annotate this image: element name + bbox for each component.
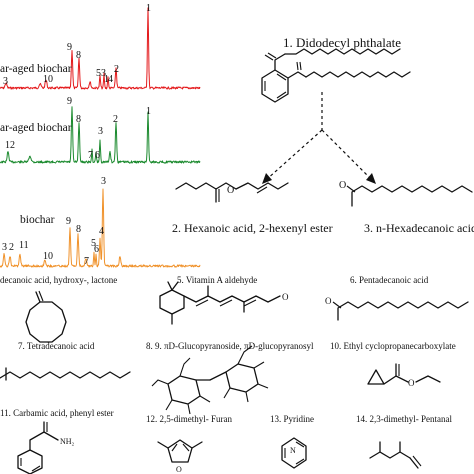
structure-lactone — [25, 290, 67, 343]
oxygen-atom: O — [339, 180, 346, 191]
peak-label: 6 — [95, 150, 100, 161]
amine-group: NH₂ — [60, 437, 75, 446]
structure-pentadecanoic-acid: O — [325, 296, 469, 321]
oxygen-atom: O — [227, 185, 234, 196]
structure-dimethylfuran: O — [157, 439, 203, 474]
oxygen-atom: O — [176, 465, 182, 474]
peak-label: 5 — [96, 68, 101, 79]
peak-label: 3 — [101, 176, 106, 187]
compound-label-11: 11. Carbamic acid, phenyl ester — [0, 408, 114, 418]
trace-red — [0, 7, 201, 90]
trace-orange — [0, 188, 201, 268]
decomposition-scheme: 1. Didodecyl phthalate — [172, 35, 474, 235]
peak-label: 11 — [19, 240, 29, 251]
peak-label: 10 — [43, 251, 53, 262]
compound-label-14: 14. 2,3-dimethyl- Pentanal — [356, 414, 452, 424]
compound-label-8: 8. 9. πD-Glucopyranoside, πD-glucopyrano… — [146, 341, 314, 351]
structure-glucopyranoside — [151, 345, 269, 415]
trace-label-green: ar-aged biochar — [0, 122, 72, 134]
structure-hexadecanoic-acid: O — [339, 180, 473, 207]
structure-dimethylpentanal — [369, 441, 422, 469]
peak-label: 1 — [146, 3, 151, 14]
compound-label-6: 6. Pentadecanoic acid — [350, 275, 429, 285]
compound-label-3: 3. n-Hexadecanoic acid — [364, 221, 474, 235]
peak-label: 8 — [76, 50, 81, 61]
peak-label: 4 — [99, 226, 104, 237]
peak-label: 7 — [84, 256, 89, 267]
structure-tetradecanoic-acid — [0, 367, 131, 381]
peak-label: 2 — [113, 114, 118, 125]
trace-label-orange: biochar — [20, 214, 55, 226]
oxygen-atom: O — [282, 292, 289, 302]
peak-label: 3 — [98, 126, 103, 137]
trace-green — [0, 106, 201, 164]
peak-label: 1 — [104, 74, 109, 85]
compound-label-12: 12. 2,5-dimethyl- Furan — [146, 414, 232, 424]
peak-label: 2 — [114, 64, 119, 75]
compound-label-5: 5. Vitamin A aldehyde — [177, 275, 257, 285]
peak-label: 3 — [3, 76, 8, 87]
peak-label: 8 — [76, 114, 81, 125]
peak-label: 1 — [146, 106, 151, 117]
compound-label-2: 2. Hexanoic acid, 2-hexenyl ester — [172, 221, 333, 235]
structure-hexenyl-hexanoate: O — [175, 182, 289, 203]
peak-label: 9 — [67, 42, 72, 53]
peak-label: 10 — [43, 74, 53, 85]
peak-label: 12 — [5, 140, 15, 151]
peak-label: 7 — [88, 150, 93, 161]
structure-didodecyl-phthalate — [261, 48, 411, 103]
peak-label: 3 — [101, 68, 106, 79]
structure-ethyl-cyclopropanecarboxylate: O — [367, 363, 441, 388]
nitrogen-atom: N — [290, 446, 296, 455]
peak-label: 6 — [94, 244, 99, 255]
compound-label-13: 13. Pyridine — [270, 414, 314, 424]
peak-label: 3 — [2, 242, 7, 253]
compound-table: decanoic acid, hydroxy-, lactone 5. Vita… — [0, 275, 469, 474]
peak-label: 5 — [91, 238, 96, 249]
oxygen-atom: O — [325, 296, 332, 306]
compound-label-10: 10. Ethyl cyclopropanecarboxylate — [330, 341, 456, 351]
structure-pyridine: N — [281, 437, 307, 469]
compound-label-7: 7. Tetradecanoic acid — [18, 341, 95, 351]
oxygen-atom: O — [408, 378, 415, 388]
structure-phenyl-carbamate: NH₂ — [17, 421, 75, 474]
peak-label: 9 — [66, 216, 71, 227]
compound-label-4: decanoic acid, hydroxy-, lactone — [0, 275, 117, 285]
structure-retinal: O — [159, 281, 289, 325]
trace-label-red: ar-aged biochar — [0, 63, 72, 75]
peak-label: 8 — [76, 224, 81, 235]
compound-label-1: 1. Didodecyl phthalate — [283, 35, 401, 50]
chromatogram-panel: ar-aged biochar ar-aged biochar biochar … — [0, 3, 201, 268]
peak-label: 2 — [9, 242, 14, 253]
peak-label: 4 — [108, 74, 113, 85]
peak-label: 9 — [67, 96, 72, 107]
